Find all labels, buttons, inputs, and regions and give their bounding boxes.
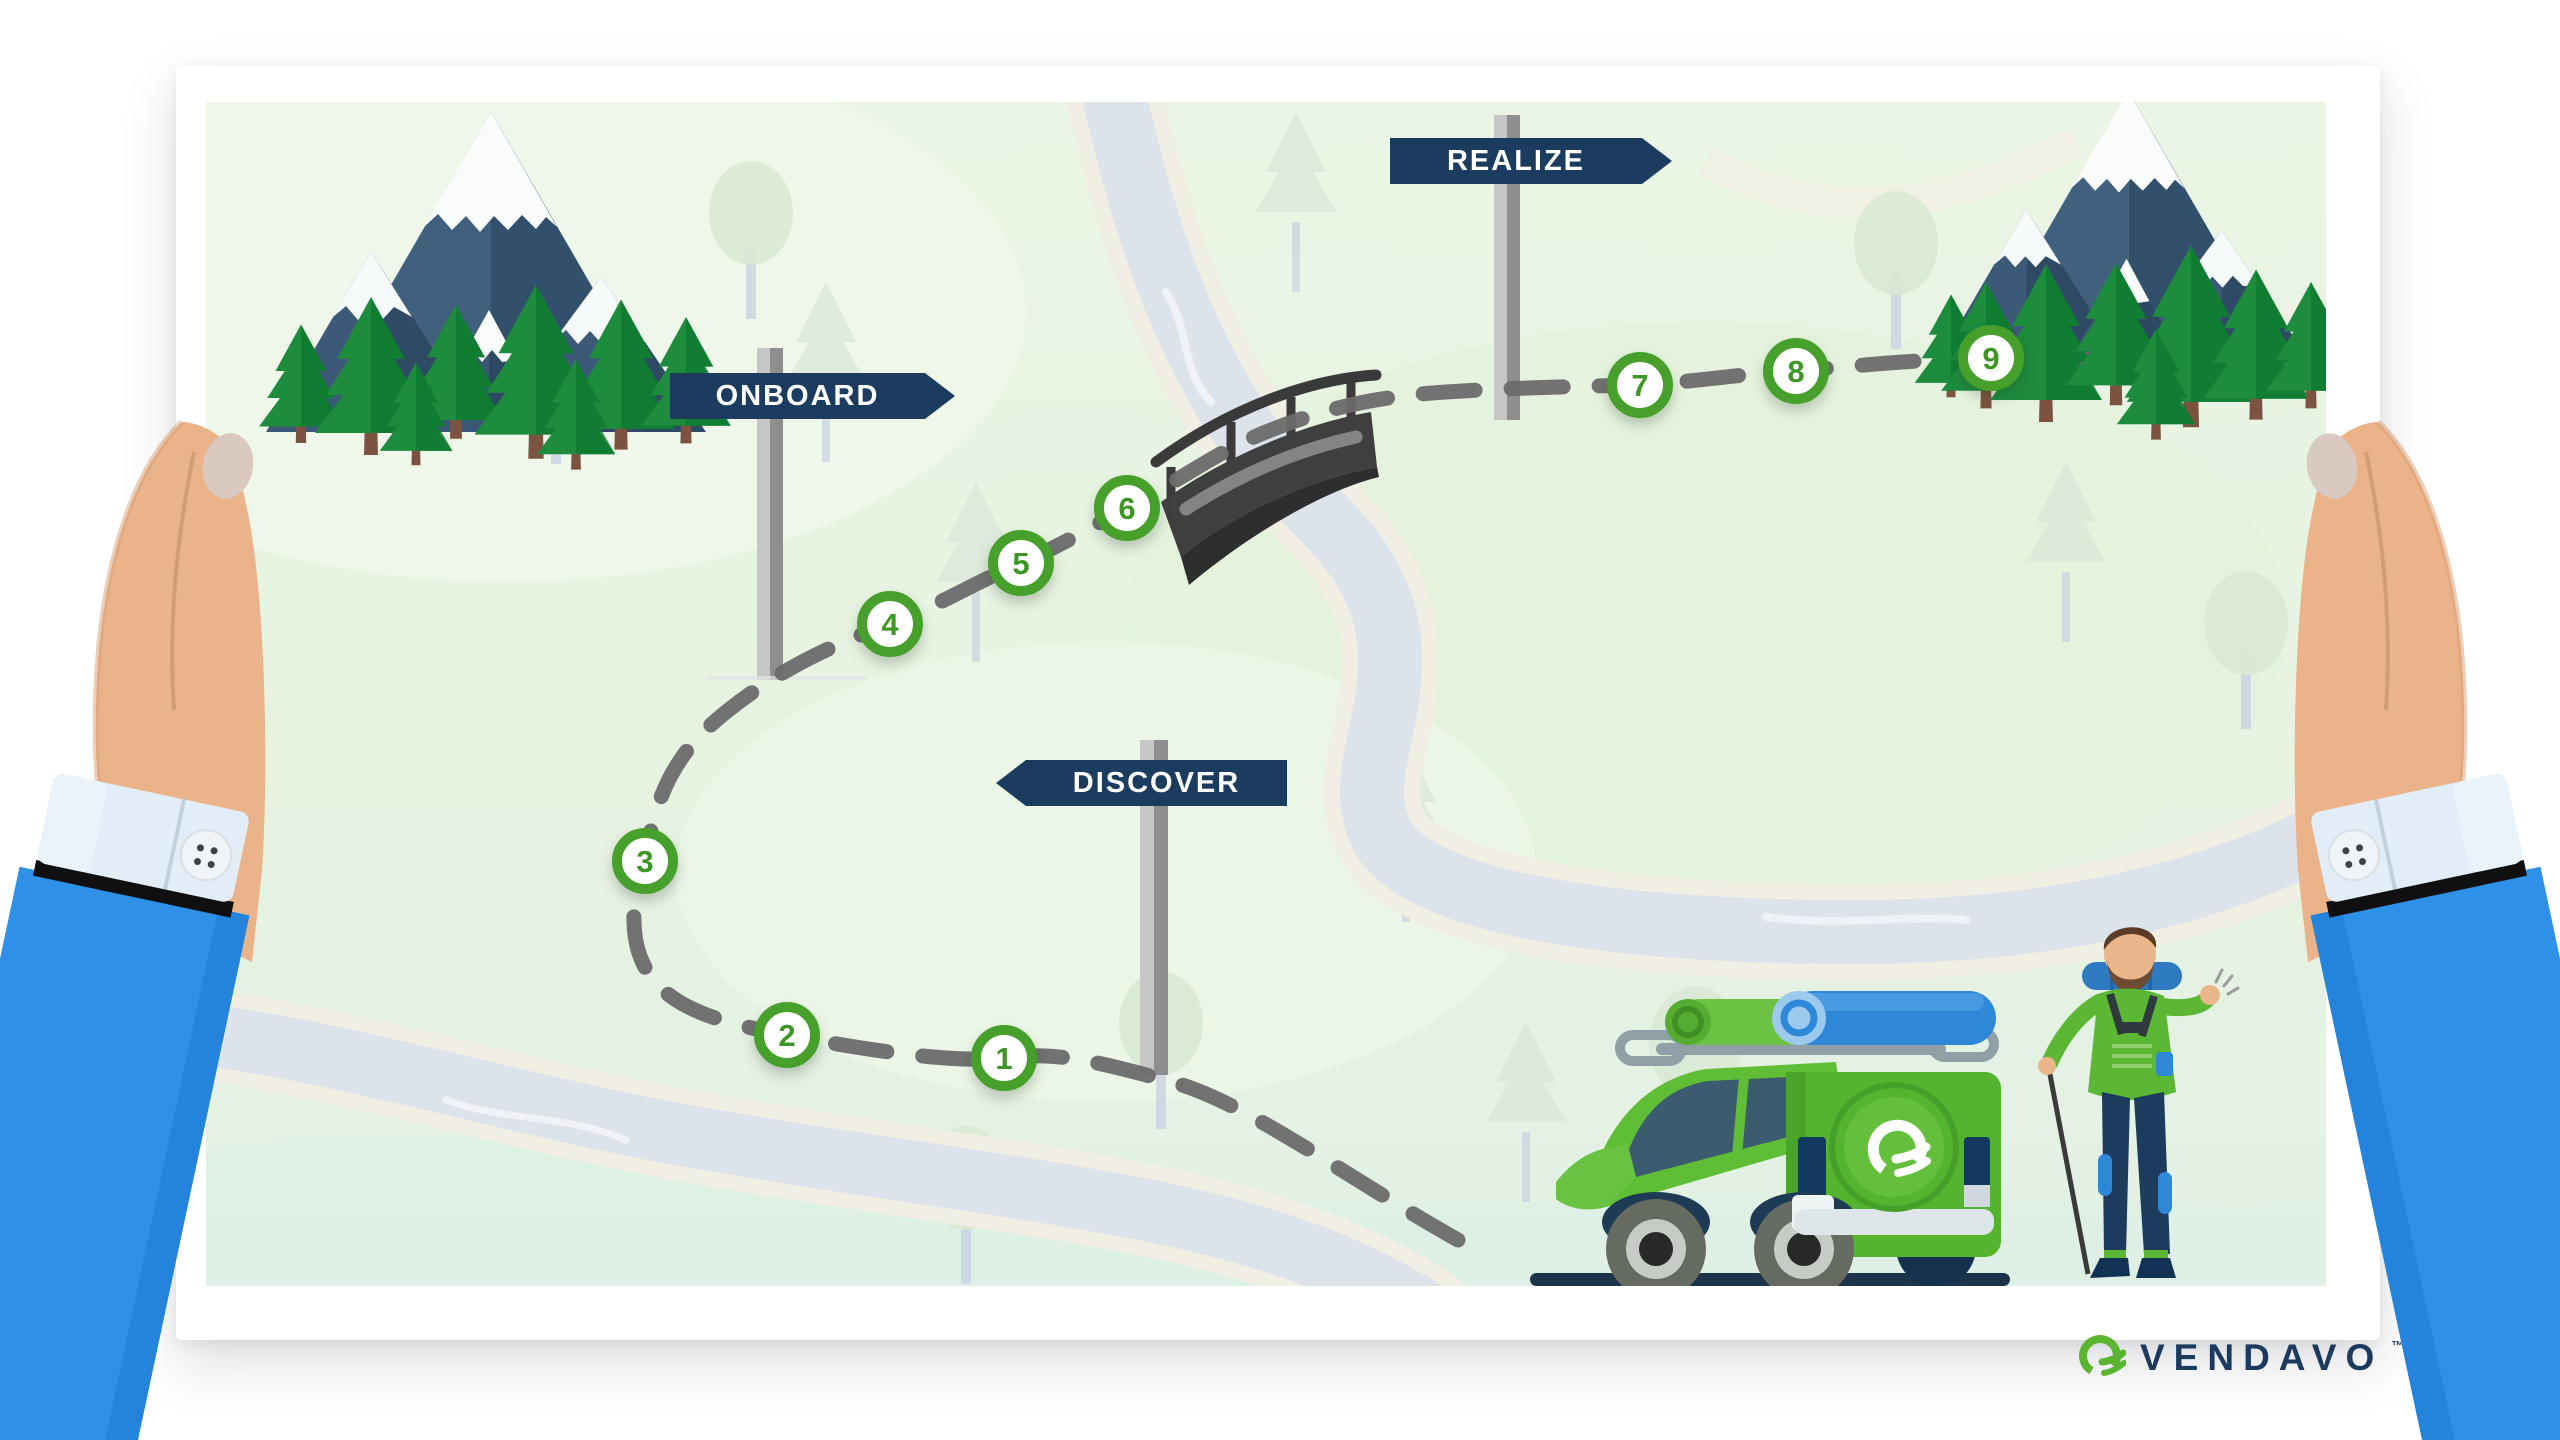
waypoint-number: 2 — [778, 1017, 796, 1053]
waypoint-marker-1: 1 — [971, 1025, 1037, 1091]
signposts-poles — [706, 115, 1520, 1075]
waypoint-number: 1 — [995, 1040, 1013, 1076]
waypoint-number: 8 — [1787, 353, 1805, 389]
waypoint-marker-5: 5 — [988, 530, 1054, 596]
waypoint-marker-7: 7 — [1607, 352, 1673, 418]
map-area: REALIZE ONBOARD DISCOVER 1 2 3 4 5 6 7 8… — [206, 102, 2326, 1286]
waypoint-marker-3: 3 — [612, 828, 678, 894]
waypoint-number: 4 — [881, 606, 899, 642]
waypoint-marker-6: 6 — [1094, 475, 1160, 541]
brand-name: VENDAVO — [2140, 1337, 2384, 1378]
waypoint-number: 6 — [1118, 490, 1136, 526]
suv-icon — [1530, 991, 2010, 1286]
waypoint-marker-4: 4 — [857, 591, 923, 657]
waypoint-marker-8: 8 — [1763, 338, 1829, 404]
signpost-realize: REALIZE — [1390, 138, 1672, 184]
hiker-icon — [2038, 927, 2240, 1278]
river-south — [206, 988, 1464, 1286]
trademark-symbol: ™ — [2391, 1337, 2405, 1353]
signpost-onboard-label: ONBOARD — [715, 379, 880, 412]
waypoint-number: 9 — [1982, 340, 2000, 376]
waypoint-marker-9: 9 — [1958, 325, 2024, 391]
bridge-front-rail — [1179, 430, 1379, 585]
map-paper: REALIZE ONBOARD DISCOVER 1 2 3 4 5 6 7 8… — [176, 66, 2380, 1340]
map-illustration — [206, 102, 2326, 1286]
waypoint-number: 5 — [1012, 545, 1030, 581]
waypoint-marker-2: 2 — [754, 1002, 820, 1068]
signpost-realize-label: REALIZE — [1446, 144, 1586, 177]
waypoint-number: 3 — [636, 843, 654, 879]
signpost-discover: DISCOVER — [996, 760, 1287, 806]
river-main — [1066, 102, 2326, 981]
waypoint-number: 7 — [1631, 367, 1649, 403]
signpost-discover-label: DISCOVER — [1072, 766, 1241, 799]
vendavo-leaf-icon — [2079, 1335, 2126, 1377]
vendavo-leaf-icon — [1867, 1119, 1931, 1179]
signpost-onboard: ONBOARD — [670, 373, 955, 419]
vendavo-logo: VENDAVO ™ — [2078, 1334, 2410, 1382]
